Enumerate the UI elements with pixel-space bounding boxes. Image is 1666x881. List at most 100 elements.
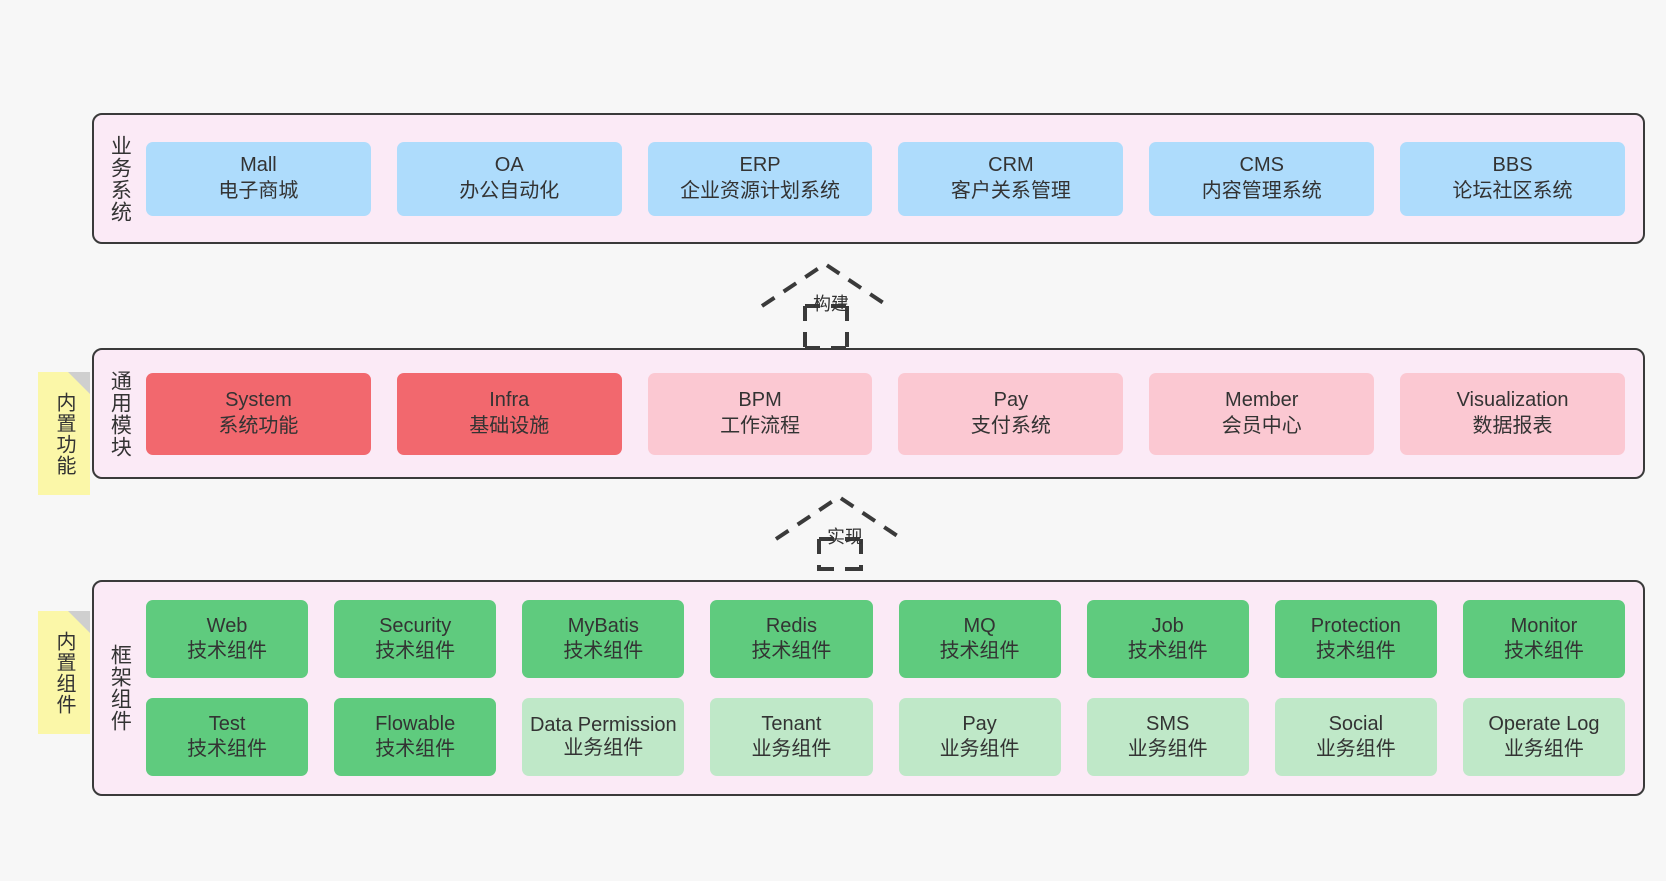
node-data-permission-desc: 业务组件 xyxy=(563,737,644,759)
node-web-desc: 技术组件 xyxy=(187,640,268,662)
node-monitor[interactable]: Monitor 技术组件 xyxy=(1462,600,1625,678)
layer-modules-body: System 系统功能 Infra 基础设施 BPM 工作流程 Pay 支付系统… xyxy=(140,350,1643,477)
business-row: Mall 电子商城 OA 办公自动化 ERP 企业资源计划系统 CRM 客户关系… xyxy=(146,141,1625,216)
node-operate-log-desc: 业务组件 xyxy=(1503,738,1584,760)
node-security[interactable]: Security 技术组件 xyxy=(334,600,497,678)
framework-row-tech: Web 技术组件 Security 技术组件 MyBatis 技术组件 Redi… xyxy=(146,600,1625,678)
node-mq-name: MQ xyxy=(963,614,996,637)
node-erp-desc: 企业资源计划系统 xyxy=(680,179,841,202)
node-tenant-desc: 业务组件 xyxy=(751,738,832,760)
layer-business-body: Mall 电子商城 OA 办公自动化 ERP 企业资源计划系统 CRM 客户关系… xyxy=(140,115,1643,242)
node-web-name: Web xyxy=(206,614,248,637)
layer-framework-title: 框架组件 xyxy=(108,644,132,732)
node-mall[interactable]: Mall 电子商城 xyxy=(146,141,371,216)
layer-framework-body: Web 技术组件 Security 技术组件 MyBatis 技术组件 Redi… xyxy=(140,582,1643,794)
node-mall-desc: 电子商城 xyxy=(218,179,299,202)
node-security-name: Security xyxy=(379,614,452,637)
node-bbs-name: BBS xyxy=(1492,154,1533,177)
node-sms-desc: 业务组件 xyxy=(1127,738,1208,760)
arrow-implement-label: 实现 xyxy=(827,527,863,547)
node-pay-module-desc: 支付系统 xyxy=(970,414,1051,437)
node-erp-name: ERP xyxy=(739,154,781,177)
framework-row-biz: Test 技术组件 Flowable 技术组件 Data Permission … xyxy=(146,698,1625,776)
node-system-desc: 系统功能 xyxy=(218,414,299,437)
node-mybatis[interactable]: MyBatis 技术组件 xyxy=(522,600,685,678)
node-job-name: Job xyxy=(1151,614,1184,637)
node-bpm[interactable]: BPM 工作流程 xyxy=(647,372,873,455)
node-mall-name: Mall xyxy=(240,154,277,177)
node-flowable[interactable]: Flowable 技术组件 xyxy=(334,698,497,776)
node-social-desc: 业务组件 xyxy=(1315,738,1396,760)
arrow-implement: 实现 xyxy=(771,491,921,571)
node-flowable-desc: 技术组件 xyxy=(375,738,456,760)
node-bpm-desc: 工作流程 xyxy=(720,414,801,437)
arrow-build-label: 构建 xyxy=(813,294,849,314)
node-redis[interactable]: Redis 技术组件 xyxy=(710,600,873,678)
node-mq[interactable]: MQ 技术组件 xyxy=(898,600,1061,678)
node-bbs[interactable]: BBS 论坛社区系统 xyxy=(1400,141,1625,216)
node-pay-module[interactable]: Pay 支付系统 xyxy=(898,372,1124,455)
node-mq-desc: 技术组件 xyxy=(939,640,1020,662)
node-crm-name: CRM xyxy=(988,154,1034,177)
node-test-desc: 技术组件 xyxy=(187,738,268,760)
node-system-name: System xyxy=(225,389,292,412)
layer-business-title: 业务系统 xyxy=(108,134,132,223)
node-infra-desc: 基础设施 xyxy=(469,414,550,437)
layer-business-system: 业务系统 Mall 电子商城 OA 办公自动化 ERP 企业资源计划系统 CRM… xyxy=(92,113,1645,244)
node-member-desc: 会员中心 xyxy=(1221,414,1302,437)
arrow-implement-icon xyxy=(774,494,904,571)
node-member[interactable]: Member 会员中心 xyxy=(1149,372,1375,455)
note-fold-icon xyxy=(68,372,90,394)
node-redis-desc: 技术组件 xyxy=(751,640,832,662)
node-sms[interactable]: SMS 业务组件 xyxy=(1086,698,1249,776)
note-builtin-components: 内置组件 xyxy=(38,611,90,734)
node-visualization[interactable]: Visualization 数据报表 xyxy=(1400,372,1625,455)
node-test-name: Test xyxy=(208,712,246,735)
node-tenant[interactable]: Tenant 业务组件 xyxy=(710,698,873,776)
node-operate-log-name: Operate Log xyxy=(1488,712,1600,735)
node-visualization-desc: 数据报表 xyxy=(1472,414,1553,437)
node-web[interactable]: Web 技术组件 xyxy=(146,600,309,678)
node-oa-desc: 办公自动化 xyxy=(459,179,560,202)
layer-framework-components: 框架组件 Web 技术组件 Security 技术组件 MyBatis 技术组件… xyxy=(92,580,1645,796)
node-crm-desc: 客户关系管理 xyxy=(950,179,1071,202)
node-security-desc: 技术组件 xyxy=(375,640,456,662)
layer-common-modules: 通用模块 System 系统功能 Infra 基础设施 BPM 工作流程 Pay… xyxy=(92,348,1645,479)
note-builtin-functions: 内置功能 xyxy=(38,372,90,495)
layer-modules-title: 通用模块 xyxy=(108,369,132,458)
node-job-desc: 技术组件 xyxy=(1127,640,1208,662)
node-bpm-name: BPM xyxy=(738,389,782,412)
node-sms-name: SMS xyxy=(1146,712,1190,735)
node-data-permission-name: Data Permission xyxy=(529,714,677,737)
node-protection[interactable]: Protection 技术组件 xyxy=(1274,600,1437,678)
node-pay-component-desc: 业务组件 xyxy=(939,738,1020,760)
node-social-name: Social xyxy=(1328,712,1384,735)
node-cms[interactable]: CMS 内容管理系统 xyxy=(1149,141,1375,216)
node-erp[interactable]: ERP 企业资源计划系统 xyxy=(647,141,873,216)
node-crm[interactable]: CRM 客户关系管理 xyxy=(898,141,1124,216)
node-data-permission[interactable]: Data Permission 业务组件 xyxy=(522,698,685,776)
node-flowable-name: Flowable xyxy=(375,712,456,735)
node-pay-component[interactable]: Pay 业务组件 xyxy=(898,698,1061,776)
node-job[interactable]: Job 技术组件 xyxy=(1086,600,1249,678)
node-tenant-name: Tenant xyxy=(761,712,822,735)
node-monitor-desc: 技术组件 xyxy=(1503,640,1584,662)
node-test[interactable]: Test 技术组件 xyxy=(146,698,309,776)
node-protection-desc: 技术组件 xyxy=(1315,640,1396,662)
node-redis-name: Redis xyxy=(765,614,817,637)
node-pay-component-name: Pay xyxy=(962,712,997,735)
node-operate-log[interactable]: Operate Log 业务组件 xyxy=(1462,698,1625,776)
note-builtin-functions-label: 内置功能 xyxy=(53,391,75,476)
node-mybatis-name: MyBatis xyxy=(567,614,639,637)
node-cms-desc: 内容管理系统 xyxy=(1201,179,1322,202)
node-infra[interactable]: Infra 基础设施 xyxy=(396,372,622,455)
node-social[interactable]: Social 业务组件 xyxy=(1274,698,1437,776)
node-oa[interactable]: OA 办公自动化 xyxy=(396,141,622,216)
node-system[interactable]: System 系统功能 xyxy=(146,372,371,455)
node-bbs-desc: 论坛社区系统 xyxy=(1452,179,1573,202)
arrow-build: 构建 xyxy=(757,258,907,350)
node-infra-name: Infra xyxy=(489,389,530,412)
node-cms-name: CMS xyxy=(1239,154,1284,177)
node-protection-name: Protection xyxy=(1310,614,1401,637)
